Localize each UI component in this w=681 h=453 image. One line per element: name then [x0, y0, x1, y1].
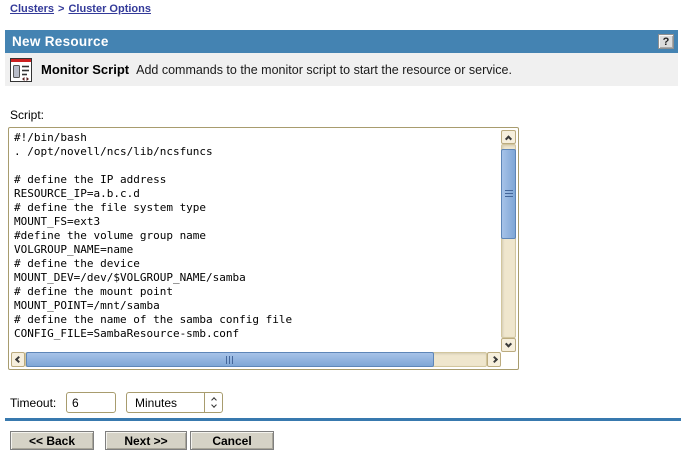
chevron-left-icon	[14, 355, 22, 364]
next-button[interactable]: Next >>	[105, 431, 187, 450]
cancel-button[interactable]: Cancel	[190, 431, 274, 450]
title-bar: New Resource ?	[5, 30, 678, 53]
help-button[interactable]: ?	[658, 34, 674, 49]
breadcrumb-link-cluster-options[interactable]: Cluster Options	[68, 3, 151, 15]
section-header: Monitor Script Add commands to the monit…	[5, 53, 678, 86]
vertical-scrollbar[interactable]	[501, 130, 516, 352]
chevron-down-icon	[504, 340, 513, 348]
back-button[interactable]: << Back	[10, 431, 94, 450]
script-textarea[interactable]: #!/bin/bash . /opt/novell/ncs/lib/ncsfun…	[14, 131, 293, 340]
horizontal-scrollbar[interactable]	[11, 352, 501, 367]
horizontal-scroll-thumb[interactable]	[26, 352, 434, 367]
timeout-input[interactable]	[66, 392, 116, 413]
section-description: Add commands to the monitor script to st…	[136, 62, 512, 77]
breadcrumb-link-clusters[interactable]: Clusters	[10, 3, 55, 15]
scroll-right-button[interactable]	[487, 352, 501, 367]
spinner-icon[interactable]	[205, 397, 222, 408]
breadcrumb: Clusters>Cluster Options	[10, 3, 151, 15]
breadcrumb-separator: >	[58, 3, 65, 15]
scroll-up-button[interactable]	[501, 130, 516, 144]
combo-divider	[204, 393, 205, 412]
page-title: New Resource	[12, 34, 109, 49]
scroll-left-button[interactable]	[11, 352, 25, 367]
divider	[5, 418, 681, 421]
section-title: Monitor Script	[41, 62, 130, 77]
vertical-scroll-thumb[interactable]	[501, 149, 516, 239]
timeout-label: Timeout:	[10, 396, 57, 410]
chevron-up-icon	[504, 134, 513, 142]
vertical-scroll-track[interactable]	[501, 144, 516, 338]
chevron-down-icon	[210, 402, 217, 408]
horizontal-scroll-track[interactable]	[25, 352, 487, 367]
script-editor: #!/bin/bash . /opt/novell/ncs/lib/ncsfun…	[8, 127, 519, 370]
timeout-unit-value: Minutes	[135, 395, 178, 410]
monitor-script-icon	[10, 57, 32, 82]
thumb-grip-icon	[226, 355, 234, 364]
chevron-right-icon	[490, 355, 498, 364]
scroll-down-button[interactable]	[501, 338, 516, 352]
timeout-unit-select[interactable]: Minutes	[126, 392, 223, 413]
script-label: Script:	[10, 108, 45, 122]
thumb-grip-icon	[504, 190, 513, 198]
